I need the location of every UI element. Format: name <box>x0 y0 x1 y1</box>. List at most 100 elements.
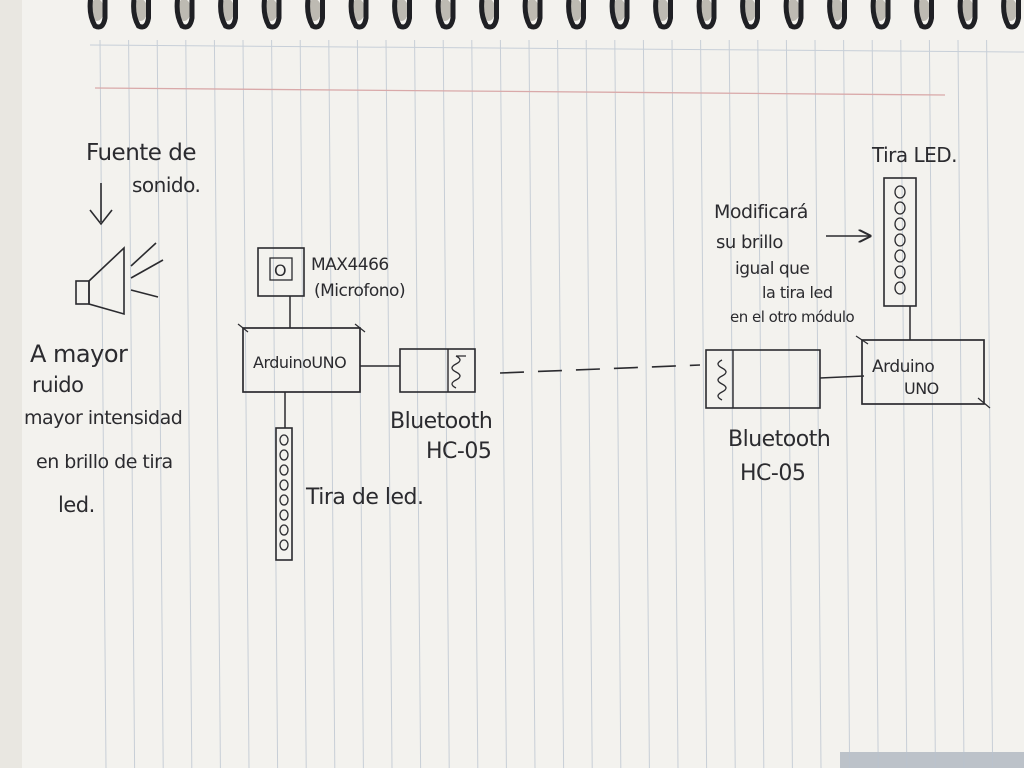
right-note-line1: Modificará <box>714 201 808 223</box>
spiral-coil <box>522 0 543 30</box>
rule-line <box>185 39 193 768</box>
led-dot <box>279 434 289 446</box>
rule-line <box>414 39 422 768</box>
led-dot <box>279 509 289 521</box>
antenna-right-icon <box>717 359 727 401</box>
spiral-coil <box>174 0 195 30</box>
paper-edge-shadow <box>0 0 22 768</box>
rule-line <box>728 39 736 768</box>
spiral-coil <box>653 0 673 30</box>
led-dot <box>894 265 906 279</box>
led-strip-right-body <box>883 177 917 307</box>
bluetooth-left-label-line1: Bluetooth <box>390 409 492 434</box>
rule-line <box>843 39 851 768</box>
spiral-coil <box>435 0 456 30</box>
bluetooth-right-label-line2: HC-05 <box>740 461 805 486</box>
led-dot <box>279 464 289 476</box>
led-dot <box>279 524 289 536</box>
left-note-line5: led. <box>58 493 95 517</box>
right-note-line4: la tira led <box>762 283 832 302</box>
rule-line <box>785 39 793 768</box>
rule-line <box>642 39 650 768</box>
rule-line <box>814 39 822 768</box>
spiral-coil <box>479 0 499 30</box>
spiral-coil <box>218 0 238 30</box>
rule-line <box>299 39 307 768</box>
led-dot <box>894 233 906 247</box>
spiral-coil <box>914 0 934 30</box>
bluetooth-right-label-line1: Bluetooth <box>728 427 830 452</box>
rule-line <box>986 39 994 768</box>
led-strip-left-label: Tira de led. <box>305 485 424 510</box>
rule-line <box>328 39 336 768</box>
spiral-coil <box>1001 0 1021 30</box>
bluetooth-left-label-line2: HC-05 <box>426 439 491 464</box>
spiral-coil <box>696 0 717 30</box>
rule-line <box>528 39 536 768</box>
microphone-label-line1: MAX4466 <box>311 255 389 275</box>
led-dot <box>894 217 906 231</box>
led-dot <box>279 539 289 551</box>
wireless-link-dashed <box>499 364 701 374</box>
spiral-coil <box>261 0 282 30</box>
arduino-left-box <box>242 327 361 393</box>
led-dot <box>279 449 289 461</box>
microphone-symbol: O <box>274 261 286 280</box>
spiral-coil <box>392 0 412 30</box>
rule-line <box>128 39 136 768</box>
arduino-left-label: ArduinoUNO <box>253 353 346 372</box>
rule-line <box>499 39 507 768</box>
bluetooth-right-box <box>705 349 821 409</box>
spiral-coil <box>131 0 151 30</box>
rule-line <box>271 39 279 768</box>
led-strip-right-leds <box>894 185 906 295</box>
spiral-binding <box>87 0 1021 30</box>
led-dot <box>894 185 906 199</box>
table-corner <box>840 752 1024 768</box>
led-dot <box>894 201 906 215</box>
left-note-line1: A mayor <box>30 340 128 368</box>
rule-line <box>557 39 565 768</box>
header-line <box>94 87 946 96</box>
rule-line <box>242 39 250 768</box>
rule-line <box>99 39 107 768</box>
rule-line <box>585 39 593 768</box>
right-note-line5: en el otro módulo <box>730 308 854 326</box>
led-dot <box>894 281 906 295</box>
led-strip-right-label: Tira LED. <box>871 143 957 167</box>
ruled-lines <box>99 39 994 768</box>
rule-line <box>442 39 450 768</box>
led-dot <box>279 479 289 491</box>
rule-line <box>614 39 622 768</box>
rule-line <box>471 39 479 768</box>
sound-source-label-line2: sonido. <box>132 173 200 197</box>
spiral-coil <box>827 0 847 30</box>
rule-line <box>213 39 221 768</box>
spiral-coil <box>783 0 804 30</box>
bluetooth-to-arduino-right-wire <box>819 375 865 379</box>
led-strip-left-leds <box>279 434 289 551</box>
left-note-line4: en brillo de tira <box>36 451 173 473</box>
rule-line <box>356 39 364 768</box>
speaker-icon <box>75 242 164 316</box>
arduino-right-label-line1: Arduino <box>872 357 934 377</box>
spiral-coil <box>305 0 325 30</box>
led-dot <box>894 249 906 263</box>
top-border-line <box>89 44 1024 53</box>
right-note-line2: su brillo <box>716 232 783 253</box>
led-strip-left-body <box>275 427 293 561</box>
spiral-coil <box>566 0 586 30</box>
rule-line <box>671 39 679 768</box>
sound-source-label-line1: Fuente de <box>86 140 196 166</box>
left-note-line2: ruido <box>32 373 83 397</box>
microphone-inner-square <box>269 257 293 281</box>
arduino-right-label-line2: UNO <box>904 379 939 398</box>
rule-line <box>385 39 393 768</box>
spiral-coil <box>957 0 978 30</box>
bluetooth-left-box <box>399 348 476 393</box>
rule-line <box>156 39 164 768</box>
spiral-coil <box>348 0 369 30</box>
